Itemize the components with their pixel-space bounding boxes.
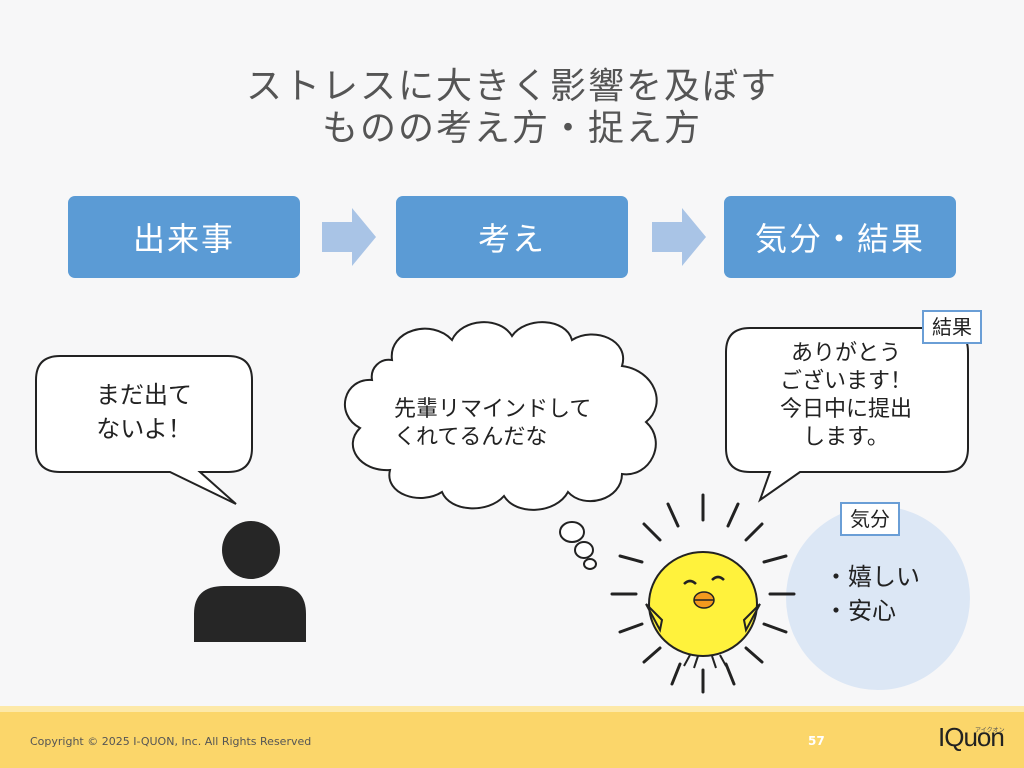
result-label: 結果 [922, 310, 982, 344]
slide-title-line2: ものの考え方・捉え方 [321, 108, 702, 149]
speech-right-line2: ございます！ [779, 369, 912, 394]
speech-left-line2: ないよ！ [96, 415, 192, 443]
speech-right-line3: 今日中に提出 [779, 397, 912, 422]
speech-left-line1: まだ出て [96, 381, 192, 409]
speech-right-line4: します。 [803, 425, 889, 450]
mood-item-happy: ・嬉しい [824, 563, 920, 591]
flow-step-thought: 考え [396, 196, 628, 278]
thought-line1: 先輩リマインドして [394, 397, 592, 422]
speech-right-line1: ありがとう [790, 341, 901, 366]
speech-left-text: まだ出て ないよ！ [58, 378, 230, 446]
slide-title-line1: ストレスに大きく影響を及ぼす [245, 66, 778, 107]
mood-item-relief: ・安心 [824, 597, 896, 625]
arrow-right-icon [322, 208, 376, 266]
mood-items: ・嬉しい ・安心 [824, 560, 920, 628]
person-icon [194, 521, 306, 642]
company-logo: IQuon [938, 722, 1005, 752]
mood-circle [786, 506, 970, 690]
thought-line2: くれてるんだな [394, 425, 548, 450]
arrow-right-icon [652, 208, 706, 266]
chick-icon [610, 493, 796, 694]
footer-bar [0, 712, 1024, 768]
page-number: 57 [808, 734, 825, 748]
copyright-text: Copyright © 2025 I-QUON, Inc. All Rights… [30, 735, 312, 748]
footer-strip [0, 706, 1024, 712]
flow-step-event: 出来事 [68, 196, 300, 278]
speech-right-text: ありがとう ございます！ 今日中に提出 します。 [736, 340, 956, 452]
flow-step-result: 気分・結果 [724, 196, 956, 278]
company-logo-tiny: アイクオン [975, 727, 1005, 734]
thought-cloud [343, 321, 658, 570]
thought-text: 先輩リマインドして くれてるんだな [394, 396, 634, 452]
mood-label: 気分 [840, 502, 900, 536]
speech-bubble-left [35, 355, 253, 505]
slide-title: ストレスに大きく影響を及ぼす ものの考え方・捉え方 [0, 66, 1024, 150]
